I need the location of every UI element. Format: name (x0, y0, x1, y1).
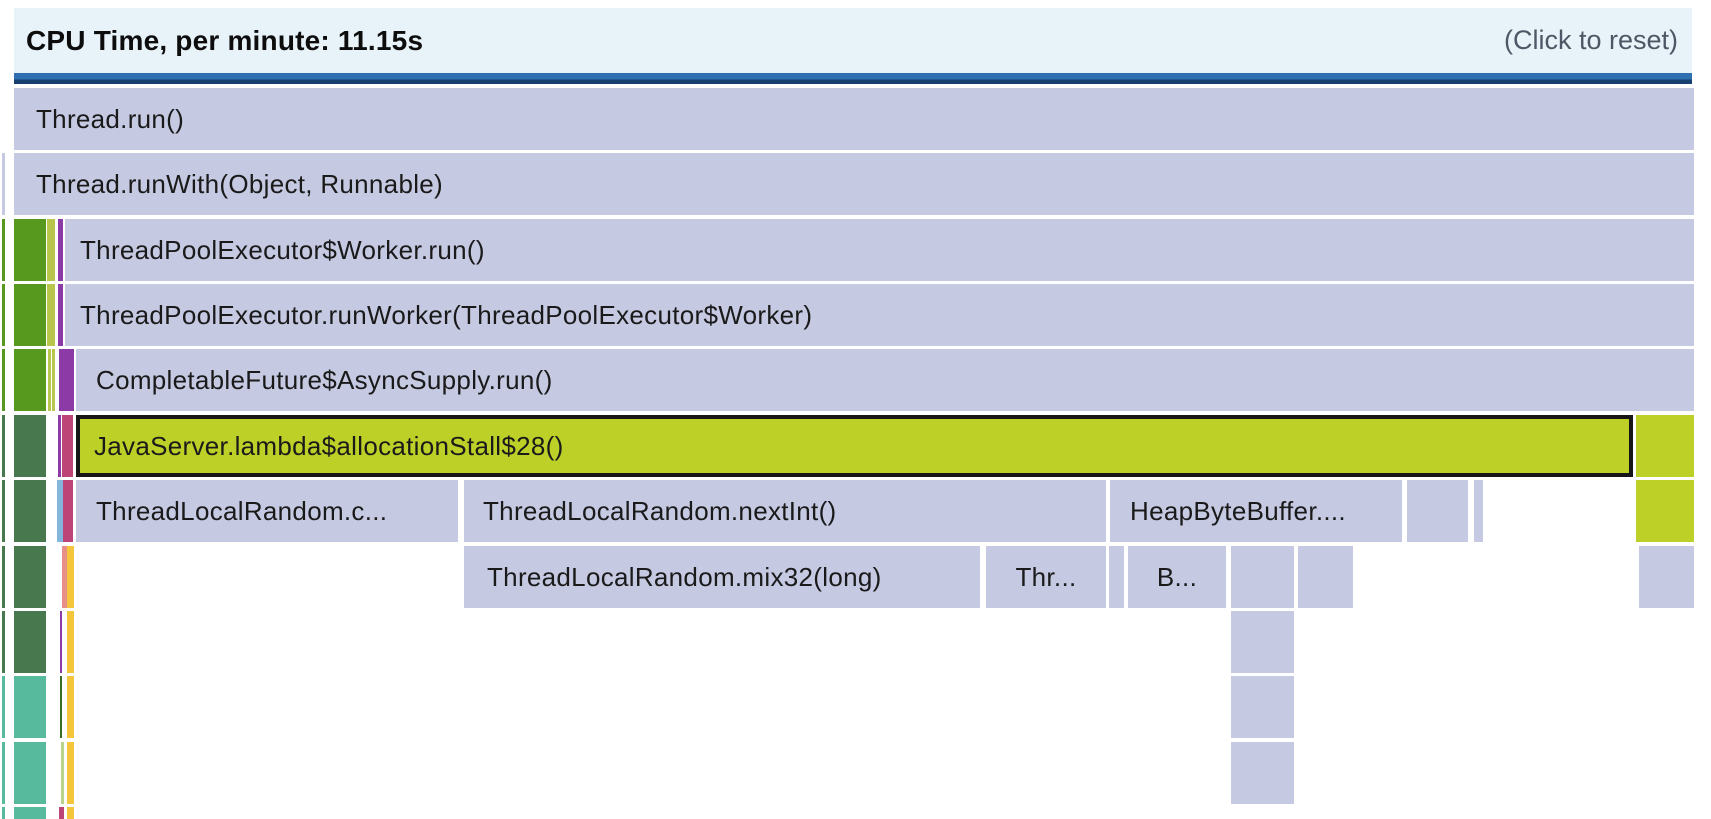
flame-cell[interactable]: B... (1128, 546, 1226, 608)
flame-fragment[interactable] (14, 807, 46, 819)
flame-fragment[interactable] (14, 284, 46, 346)
flame-fragment[interactable] (14, 415, 46, 477)
flame-cell[interactable]: JavaServer.lambda$allocationStall$28() (76, 415, 1633, 477)
header-divider (14, 73, 1692, 84)
flame-fragment[interactable] (2, 284, 5, 346)
flame-fragment[interactable] (47, 219, 55, 281)
flame-fragment[interactable] (60, 676, 62, 738)
flame-fragment[interactable] (67, 742, 74, 804)
flame-fragment[interactable] (1474, 480, 1483, 542)
flame-fragment[interactable] (62, 415, 73, 477)
flame-fragment[interactable] (1639, 546, 1694, 608)
flame-cell[interactable]: ThreadPoolExecutor$Worker.run() (65, 219, 1694, 281)
flame-fragment[interactable] (59, 349, 74, 411)
flame-fragment[interactable] (47, 284, 55, 346)
flame-fragment[interactable] (14, 480, 46, 542)
flame-fragment[interactable] (60, 611, 62, 673)
flame-fragment[interactable] (58, 284, 63, 346)
flame-fragment[interactable] (1231, 611, 1294, 673)
flame-cell[interactable]: CompletableFuture$AsyncSupply.run() (76, 349, 1694, 411)
flame-fragment[interactable] (1231, 546, 1294, 608)
flame-fragment[interactable] (2, 742, 5, 804)
flame-fragment[interactable] (52, 349, 55, 411)
flame-fragment[interactable] (1231, 742, 1294, 804)
flame-fragment[interactable] (63, 480, 73, 542)
flame-fragment[interactable] (2, 480, 5, 542)
flame-fragment[interactable] (1636, 415, 1694, 477)
flame-fragment[interactable] (48, 349, 51, 411)
flame-cell[interactable]: HeapByteBuffer.... (1110, 480, 1402, 542)
flame-fragment[interactable] (58, 219, 63, 281)
flame-cell[interactable]: Thr... (986, 546, 1106, 608)
flame-fragment[interactable] (2, 807, 5, 819)
flame-fragment[interactable] (58, 415, 61, 477)
flame-fragment[interactable] (1636, 480, 1694, 542)
flame-cell[interactable]: ThreadLocalRandom.c... (76, 480, 458, 542)
flame-fragment[interactable] (59, 807, 64, 819)
flame-fragment[interactable] (1109, 546, 1124, 608)
flame-fragment[interactable] (14, 349, 46, 411)
flame-fragment[interactable] (67, 611, 74, 673)
flame-fragment[interactable] (14, 611, 46, 673)
flame-cell[interactable]: ThreadPoolExecutor.runWorker(ThreadPoolE… (65, 284, 1694, 346)
flame-fragment[interactable] (14, 742, 46, 804)
flame-cell[interactable]: Thread.run() (14, 88, 1694, 150)
flame-fragment[interactable] (1407, 480, 1468, 542)
flame-fragment[interactable] (14, 546, 46, 608)
flamegraph-header[interactable]: CPU Time, per minute: 11.15s (Click to r… (14, 8, 1692, 73)
flame-fragment[interactable] (2, 676, 5, 738)
flame-fragment[interactable] (2, 349, 5, 411)
flame-fragment[interactable] (67, 807, 74, 819)
flame-fragment[interactable] (1231, 676, 1294, 738)
flame-fragment[interactable] (14, 219, 46, 281)
flame-fragment[interactable] (67, 546, 74, 608)
flame-fragment[interactable] (67, 676, 74, 738)
flame-fragment[interactable] (14, 676, 46, 738)
flame-fragment[interactable] (2, 546, 5, 608)
flame-cell[interactable]: ThreadLocalRandom.nextInt() (464, 480, 1106, 542)
flame-fragment[interactable] (2, 153, 5, 215)
flame-cell[interactable]: ThreadLocalRandom.mix32(long) (464, 546, 980, 608)
flame-fragment[interactable] (2, 415, 5, 477)
flame-fragment[interactable] (62, 546, 67, 608)
flame-fragment[interactable] (61, 742, 64, 804)
page-title: CPU Time, per minute: 11.15s (26, 24, 424, 56)
reset-hint[interactable]: (Click to reset) (1503, 25, 1678, 55)
flame-cell[interactable]: Thread.runWith(Object, Runnable) (14, 153, 1694, 215)
flame-fragment[interactable] (2, 219, 5, 281)
flame-fragment[interactable] (57, 480, 63, 542)
flame-fragment[interactable] (1298, 546, 1353, 608)
flame-fragment[interactable] (2, 611, 5, 673)
